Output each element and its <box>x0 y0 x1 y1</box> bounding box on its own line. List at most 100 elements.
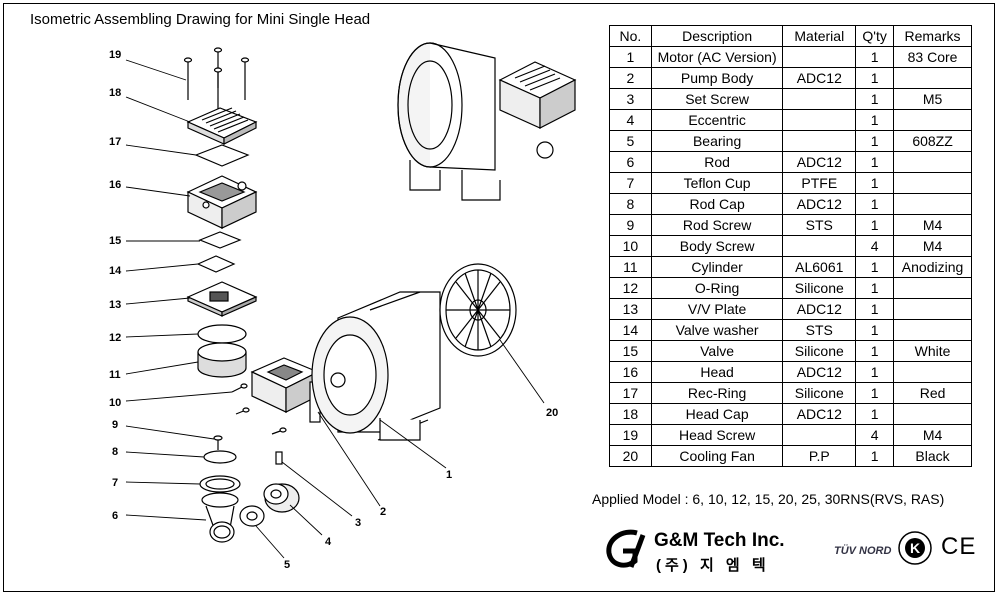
cell-qty: 1 <box>855 403 895 425</box>
cell-material <box>782 235 857 257</box>
cell-description: Head Cap <box>650 403 784 425</box>
callout-8: 8 <box>112 446 118 458</box>
cell-remarks <box>893 67 972 89</box>
callout-7: 7 <box>112 477 118 489</box>
valve-part <box>198 231 242 249</box>
callout-4: 4 <box>325 536 332 548</box>
rod-cap-part <box>203 450 237 464</box>
cell-material <box>782 424 857 446</box>
cell-no: 13 <box>609 298 652 320</box>
cell-qty: 1 <box>855 172 895 194</box>
callout-17: 17 <box>109 136 121 148</box>
cell-material: ADC12 <box>782 67 857 89</box>
cell-description: Set Screw <box>650 88 784 110</box>
o-ring-part <box>197 324 247 344</box>
callout-16: 16 <box>109 179 121 191</box>
assembled-pump-illustration <box>397 40 577 201</box>
cell-no: 1 <box>609 46 652 68</box>
cell-no: 18 <box>609 403 652 425</box>
header-no: No. <box>609 25 652 47</box>
cell-qty: 1 <box>855 319 895 341</box>
cell-description: Pump Body <box>650 67 784 89</box>
company-name: G&M Tech Inc. <box>654 530 785 551</box>
cell-remarks: M4 <box>893 214 972 236</box>
cell-description: Teflon Cup <box>650 172 784 194</box>
cell-remarks: White <box>893 340 972 362</box>
cell-description: Rod Screw <box>650 214 784 236</box>
bearing-part <box>239 505 265 527</box>
cell-qty: 4 <box>855 235 895 257</box>
cell-no: 19 <box>609 424 652 446</box>
cell-material <box>782 130 857 152</box>
cell-remarks <box>893 319 972 341</box>
cell-material: STS <box>782 319 857 341</box>
cell-description: O-Ring <box>650 277 784 299</box>
cell-description: Body Screw <box>650 235 784 257</box>
cell-description: Rod <box>650 151 784 173</box>
cell-material: PTFE <box>782 172 857 194</box>
callout-18: 18 <box>109 87 121 99</box>
cell-qty: 1 <box>855 361 895 383</box>
cooling-fan-part <box>439 263 517 357</box>
drawing-title: Isometric Assembling Drawing for Mini Si… <box>30 11 371 28</box>
teflon-cup-part <box>199 475 241 493</box>
cell-description: Rod Cap <box>650 193 784 215</box>
cell-no: 12 <box>609 277 652 299</box>
cell-remarks: Anodizing <box>893 256 972 278</box>
cell-qty: 1 <box>855 130 895 152</box>
header-material: Material <box>782 25 857 47</box>
cell-remarks <box>893 151 972 173</box>
cell-description: V/V Plate <box>650 298 784 320</box>
cell-description: Valve washer <box>650 319 784 341</box>
exploded-assembly-drawing: 19 18 17 16 15 14 13 12 11 10 9 8 7 6 5 … <box>109 40 577 571</box>
head-cap-part <box>186 107 258 145</box>
cell-qty: 1 <box>855 46 895 68</box>
k-mark-icon: K <box>898 531 932 565</box>
cell-remarks: M4 <box>893 424 972 446</box>
header-description: Description <box>650 25 784 47</box>
cell-no: 9 <box>609 214 652 236</box>
cell-no: 14 <box>609 319 652 341</box>
cell-qty: 1 <box>855 298 895 320</box>
cell-material <box>782 109 857 131</box>
cell-material: Silicone <box>782 382 857 404</box>
applied-model-text: Applied Model : 6, 10, 12, 15, 20, 25, 3… <box>592 491 945 507</box>
eccentric-part <box>263 483 300 513</box>
rec-ring-part <box>194 144 250 167</box>
cell-remarks: Red <box>893 382 972 404</box>
callout-6: 6 <box>112 510 118 522</box>
cell-remarks: M4 <box>893 235 972 257</box>
cell-description: Valve <box>650 340 784 362</box>
callout-19: 19 <box>109 49 121 61</box>
callout-5: 5 <box>284 559 290 571</box>
cell-no: 10 <box>609 235 652 257</box>
cell-qty: 1 <box>855 256 895 278</box>
svg-text:K: K <box>910 540 920 556</box>
cell-qty: 1 <box>855 151 895 173</box>
rod-part <box>201 492 239 543</box>
cell-remarks: 608ZZ <box>893 130 972 152</box>
cell-qty: 1 <box>855 109 895 131</box>
cell-material: ADC12 <box>782 298 857 320</box>
cell-no: 11 <box>609 256 652 278</box>
cylinder-part <box>197 342 247 378</box>
callout-13: 13 <box>109 299 121 311</box>
cell-material: STS <box>782 214 857 236</box>
cell-no: 4 <box>609 109 652 131</box>
cell-remarks: M5 <box>893 88 972 110</box>
